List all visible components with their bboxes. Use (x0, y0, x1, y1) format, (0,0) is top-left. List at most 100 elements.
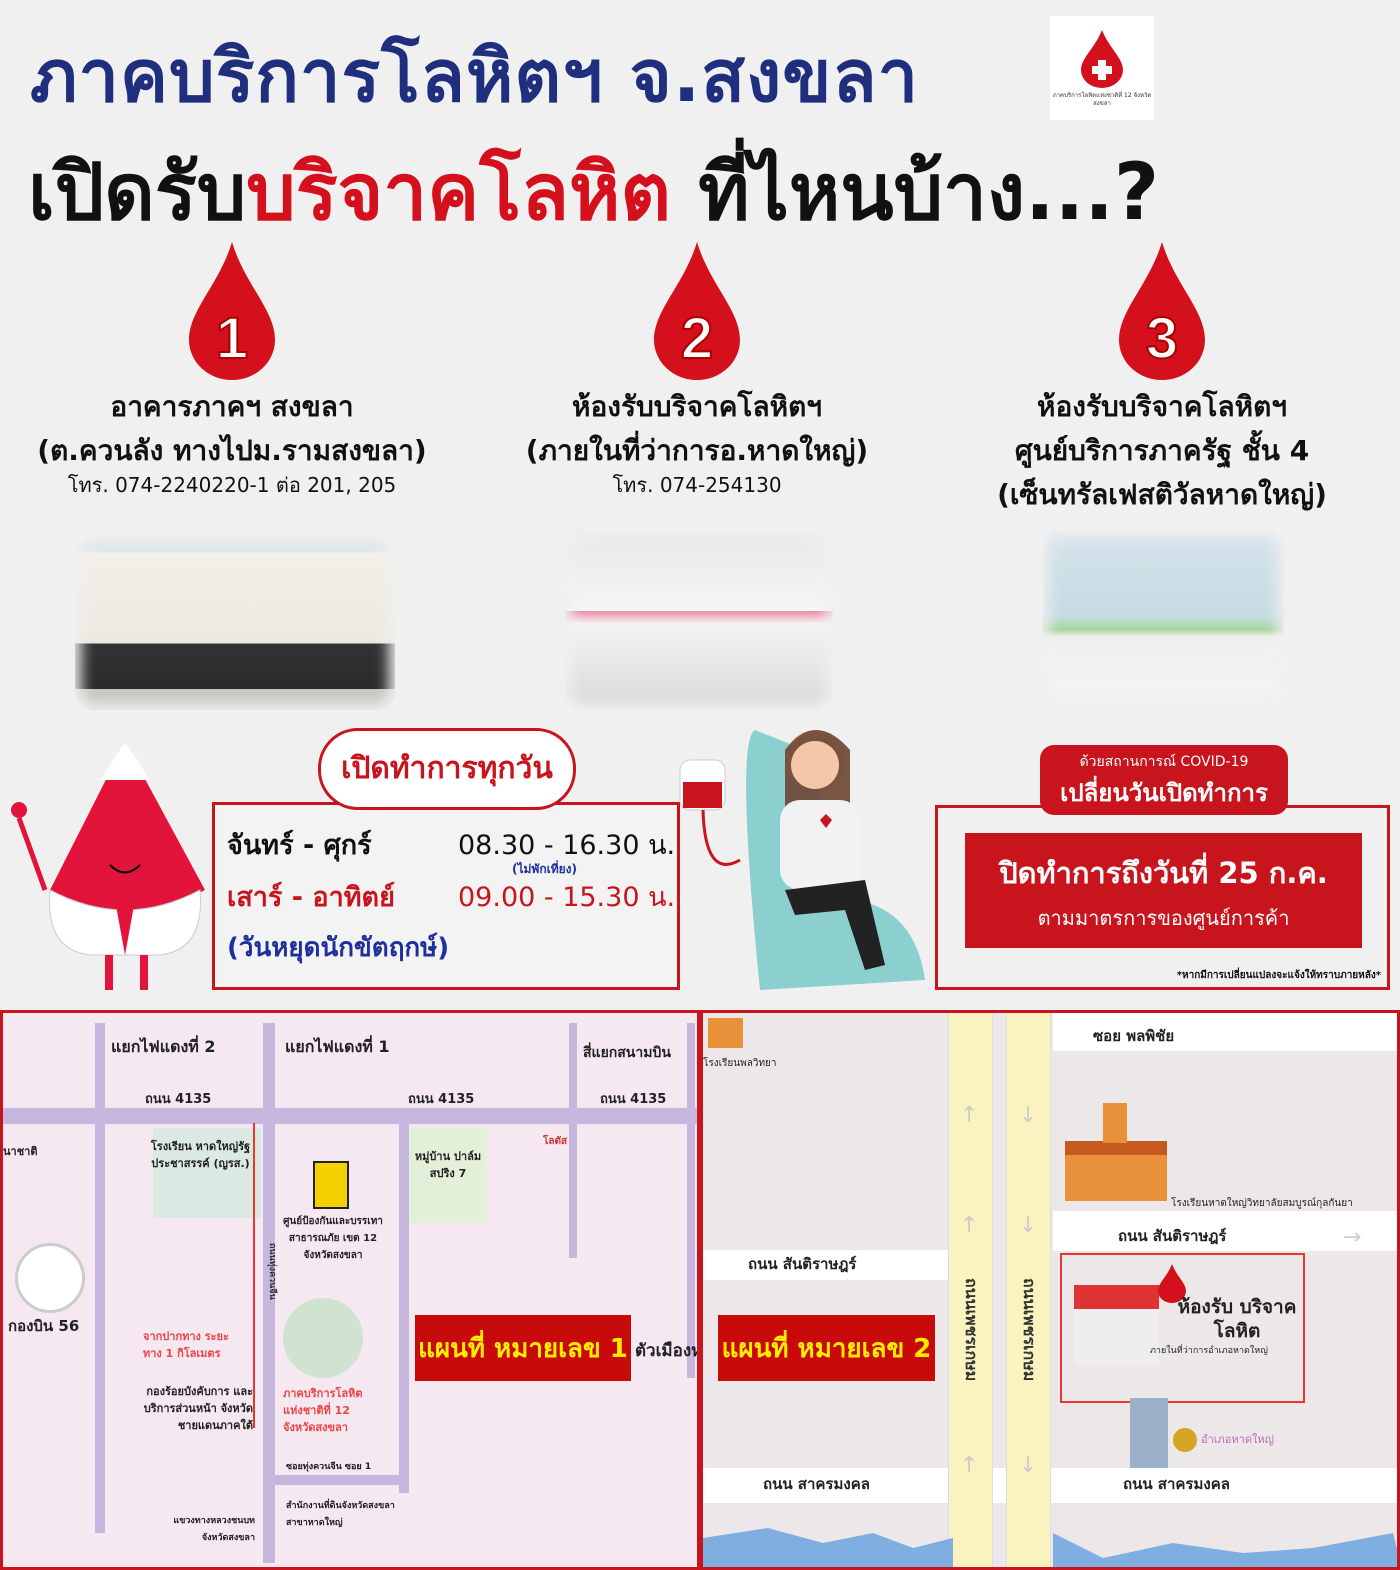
distance-label: จากปากทาง ระยะทาง 1 กิโลเมตร (143, 1330, 229, 1360)
district-label: อำเภอหาดใหญ่ (1201, 1433, 1274, 1446)
building-3-photo (1042, 530, 1284, 702)
closure-reason: ตามมาตรการของศูนย์การค้า (1037, 906, 1290, 930)
sakhon-road-label: ถนน สาครมงคล (1123, 1475, 1230, 1493)
location-phone: โทร. 074-2240220-1 ต่อ 201, 205 (67, 473, 397, 497)
school-area (153, 1128, 261, 1218)
shop-label: โลตัส (543, 1136, 568, 1147)
weekend-label: เสาร์ - อาทิตย์ (227, 882, 395, 913)
road-vertical (569, 1023, 577, 1258)
road-phetkasem-up (948, 1013, 993, 1567)
road-horizontal (271, 1475, 409, 1485)
blood-center-label: ภาคบริการโลหิต แห่งชาติที่ 12 จังหวัดสงข… (283, 1387, 363, 1434)
location-detail: ศูนย์บริการภาครัฐ ชั้น 4 (1014, 434, 1310, 467)
covid-bubble-big: เปลี่ยนวันเปิดทำการ (1060, 779, 1268, 807)
covid-notice-box: ปิดทำการถึงวันที่ 25 ก.ค. ตามมาตรการของศ… (935, 805, 1390, 990)
road-4135 (3, 1108, 697, 1124)
svg-text:2: 2 (681, 306, 713, 371)
border-unit-label: กองร้อยบังคับการ และบริการส่วนหน้า จังหว… (143, 1385, 253, 1432)
junction-1-label: แยกไฟแดงที่ 1 (285, 1037, 390, 1056)
soi-label: ซอยทุ่งควนจีน ซอย 1 (286, 1462, 372, 1472)
blood-drop-icon (1158, 1264, 1186, 1303)
change-note: *หากมีการเปลี่ยนแปลงจะแจ้งให้ทราบภายหลัง… (1176, 970, 1381, 981)
junction-2-label: แยกไฟแดงที่ 2 (111, 1037, 216, 1056)
right-arrow-icon: → (1343, 1225, 1362, 1250)
map-2-badge: แผนที่ หมายเลข 2 (718, 1315, 935, 1381)
map-1: แยกไฟแดงที่ 2 แยกไฟแดงที่ 1 สี่แยกสนามบิ… (0, 1010, 700, 1570)
blood-room-highlight: ห้องรับ บริจาคโลหิต ภายในที่ว่าการอำเภอห… (1060, 1253, 1305, 1403)
holiday-label: (วันหยุดนักขัตฤกษ์) (227, 933, 450, 963)
covid-bubble-small: ด้วยสถานการณ์ COVID-19 (1079, 754, 1249, 770)
location-1: อาคารภาคฯ สงขลา (ต.ควนลัง ทางไปม.รามสงขล… (2, 385, 462, 497)
blood-room-label: ห้องรับ บริจาคโลหิต (1177, 1296, 1297, 1342)
road-vertical (687, 1023, 695, 1378)
building-2-photo (565, 530, 833, 710)
opening-hours-box: จันทร์ - ศุกร์ 08.30 - 16.30 น. (ไม่พักเ… (212, 802, 680, 990)
location-name: ห้องรับบริจาคโลหิตฯ (1037, 390, 1287, 423)
school-label: โรงเรียนหาดใหญ่วิทยาลัยสมบูรณ์กุลกันยา (1171, 1198, 1353, 1209)
small-school-icon (708, 1018, 743, 1048)
disaster-center-logo-icon (313, 1161, 349, 1209)
location-detail: (ภายในที่ว่าการอ.หาดใหญ่) (525, 434, 869, 467)
location-2: ห้องรับบริจาคโลหิตฯ (ภายในที่ว่าการอ.หาด… (467, 385, 927, 497)
town-label: ตัวเมืองห (635, 1341, 700, 1361)
location-name: อาคารภาคฯ สงขลา (110, 390, 354, 423)
phetkasem-label: ถนนเพชรเกษม (1020, 1278, 1039, 1382)
road-label: ถนน 4135 (408, 1092, 475, 1107)
building-1-photo (75, 535, 395, 710)
title-line-2: เปิดรับบริจาคโลหิต ที่ไหนบ้าง...? (28, 130, 1159, 254)
land-office-label: สำนักงานที่ดินจังหวัดสงขลา สาขาหาดใหญ่ (286, 1501, 395, 1528)
wing-56-emblem-icon (15, 1243, 85, 1313)
district-seal-icon (1173, 1428, 1197, 1452)
village-label: หมู่บ้าน ปาล์มสปริง 7 (414, 1150, 482, 1180)
number-3-drop-icon: 3 (1119, 242, 1205, 380)
location-detail: (ต.ควนลัง ทางไปม.รามสงขลา) (37, 434, 427, 467)
down-arrow-icon: ↓ (1019, 1103, 1038, 1128)
disaster-center-label: ศูนย์ป้องกันและบรรเทาสาธารณภัย เขต 12 จั… (283, 1216, 383, 1261)
road-phetkasem-down (1006, 1013, 1051, 1567)
school-building-icon (1065, 1141, 1167, 1201)
covid-bubble: ด้วยสถานการณ์ COVID-19 เปลี่ยนวันเปิดทำก… (1040, 745, 1288, 815)
small-school-label: โรงเรียนพลวิทยา (703, 1058, 777, 1069)
road-label: ถนน 4135 (600, 1092, 667, 1107)
location-name: ห้องรับบริจาคโลหิตฯ (572, 390, 822, 423)
number-2-drop-icon: 2 (654, 242, 740, 380)
down-arrow-icon: ↓ (1019, 1453, 1038, 1478)
blood-drop-mascot-illustration (11, 742, 205, 990)
map-1-badge: แผนที่ หมายเลข 1 (415, 1315, 631, 1381)
airport-junction-label: สี่แยกสนามบิน (583, 1045, 671, 1061)
side-road-label: ถนนทุ่งควนจีน (267, 1243, 277, 1300)
blood-room-sub-label: ภายในที่ว่าการอำเภอหาดใหญ่ (1150, 1346, 1268, 1356)
road-vertical (399, 1123, 409, 1493)
rural-road-label: แขวงทางหลวงชนบท จังหวัดสงขลา (173, 1516, 255, 1543)
svg-text:1: 1 (216, 306, 248, 371)
no-lunch-note: (ไม่พักเที่ยง) (512, 862, 577, 876)
down-arrow-icon: ↓ (1019, 1213, 1038, 1238)
weekend-time: 09.00 - 15.30 น. (458, 882, 676, 913)
map-2: ↑ ↑ ↑ ↓ ↓ ↓ → ถนนเพชรเกษม ถนนเพชรเกษม ซอ… (700, 1010, 1400, 1570)
clock-tower-icon (1103, 1103, 1127, 1143)
road-santi-right (1053, 1211, 1397, 1251)
closure-date: ปิดทำการถึงวันที่ 25 ก.ค. (999, 856, 1328, 890)
open-every-day-bubble: เปิดทำการทุกวัน (318, 728, 576, 810)
phetkasem-label: ถนนเพชรเกษม (962, 1278, 981, 1382)
up-arrow-icon: ↑ (960, 1103, 979, 1128)
blood-center-logo: ภาคบริการโลหิตแห่งชาติที่ 12 จังหวัดสงขล… (1050, 16, 1154, 120)
national-label: นาชาติ (3, 1145, 38, 1158)
road-label: ถนน 4135 (145, 1092, 212, 1107)
sakhon-road-label: ถนน สาครมงคล (763, 1475, 870, 1493)
logo-text: ภาคบริการโลหิตแห่งชาติที่ 12 จังหวัดสงขล… (1052, 92, 1152, 107)
up-arrow-icon: ↑ (960, 1213, 979, 1238)
road-vertical (263, 1023, 275, 1563)
title-pre: เปิดรับ (28, 148, 247, 238)
distance-arrow (253, 1123, 255, 1428)
canal-shape (703, 1528, 1397, 1567)
up-arrow-icon: ↑ (960, 1453, 979, 1478)
location-3: ห้องรับบริจาคโลหิตฯ ศูนย์บริการภาครัฐ ชั… (932, 385, 1392, 517)
school-label: โรงเรียน หาดใหญ่รัฐประชาสรรค์ (ญรส.) (150, 1140, 251, 1170)
title-highlight: บริจาคโลหิต (246, 148, 672, 238)
house-icon (1074, 1285, 1159, 1365)
title-line-1: ภาคบริการโลหิตฯ จ.สงขลา (30, 34, 920, 118)
road-santi-left (703, 1250, 953, 1280)
blood-donor-illustration (679, 730, 925, 990)
district-office-building-icon (1130, 1398, 1168, 1468)
